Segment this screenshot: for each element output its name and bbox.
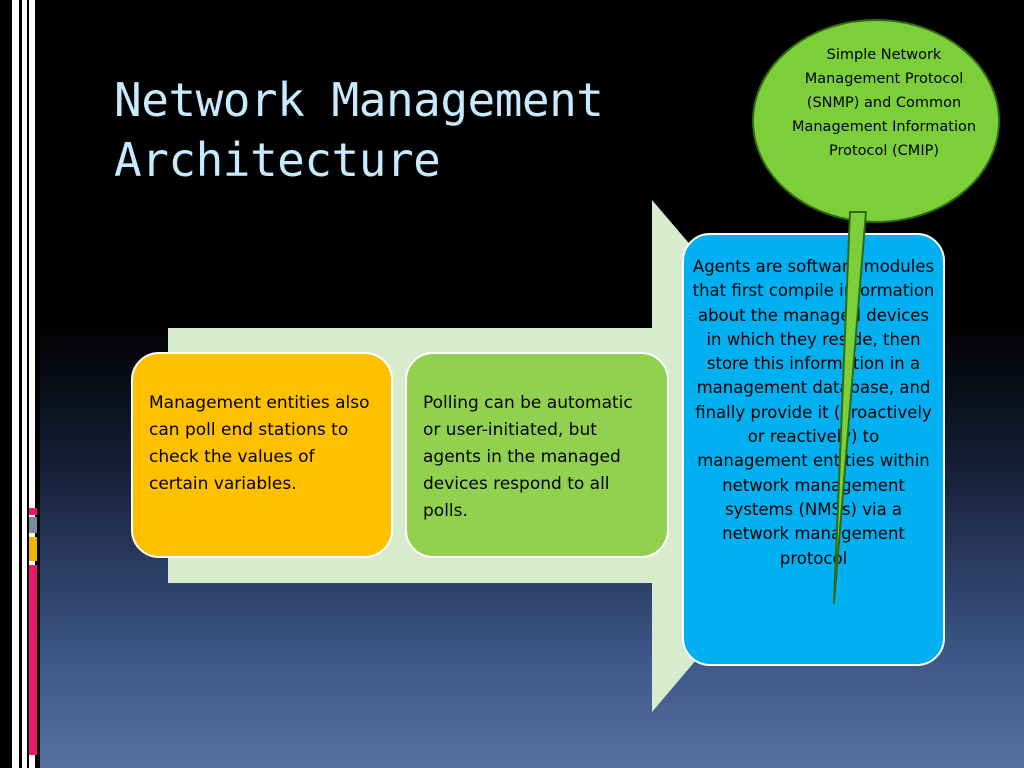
accent-bar-pink: [29, 508, 37, 515]
callout-bubble: [752, 19, 1000, 223]
polling-box: Polling can be automatic or user-initiat…: [405, 352, 669, 558]
management-entities-box: Management entities also can poll end st…: [131, 352, 393, 558]
strip-line: [35, 0, 40, 768]
agents-text: Agents are software modules that first c…: [692, 257, 935, 568]
accent-bar-pink-long: [29, 565, 37, 755]
polling-text: Polling can be automatic or user-initiat…: [423, 393, 633, 521]
title-line-2: Architecture: [114, 133, 441, 187]
strip-line: [0, 0, 12, 768]
title-line-1: Network Management: [114, 73, 604, 127]
callout-pointer: [833, 211, 867, 604]
strip-line: [27, 0, 29, 768]
left-decorative-strip: [0, 0, 40, 768]
agents-box: Agents are software modules that first c…: [682, 233, 945, 666]
accent-bar-gold: [29, 537, 37, 561]
accent-bar-gray: [29, 517, 37, 533]
slide-title: Network Management Architecture: [114, 70, 714, 190]
callout-text: Simple Network Management Protocol (SNMP…: [791, 47, 977, 159]
strip-line: [19, 0, 22, 768]
management-entities-text: Management entities also can poll end st…: [149, 393, 370, 494]
